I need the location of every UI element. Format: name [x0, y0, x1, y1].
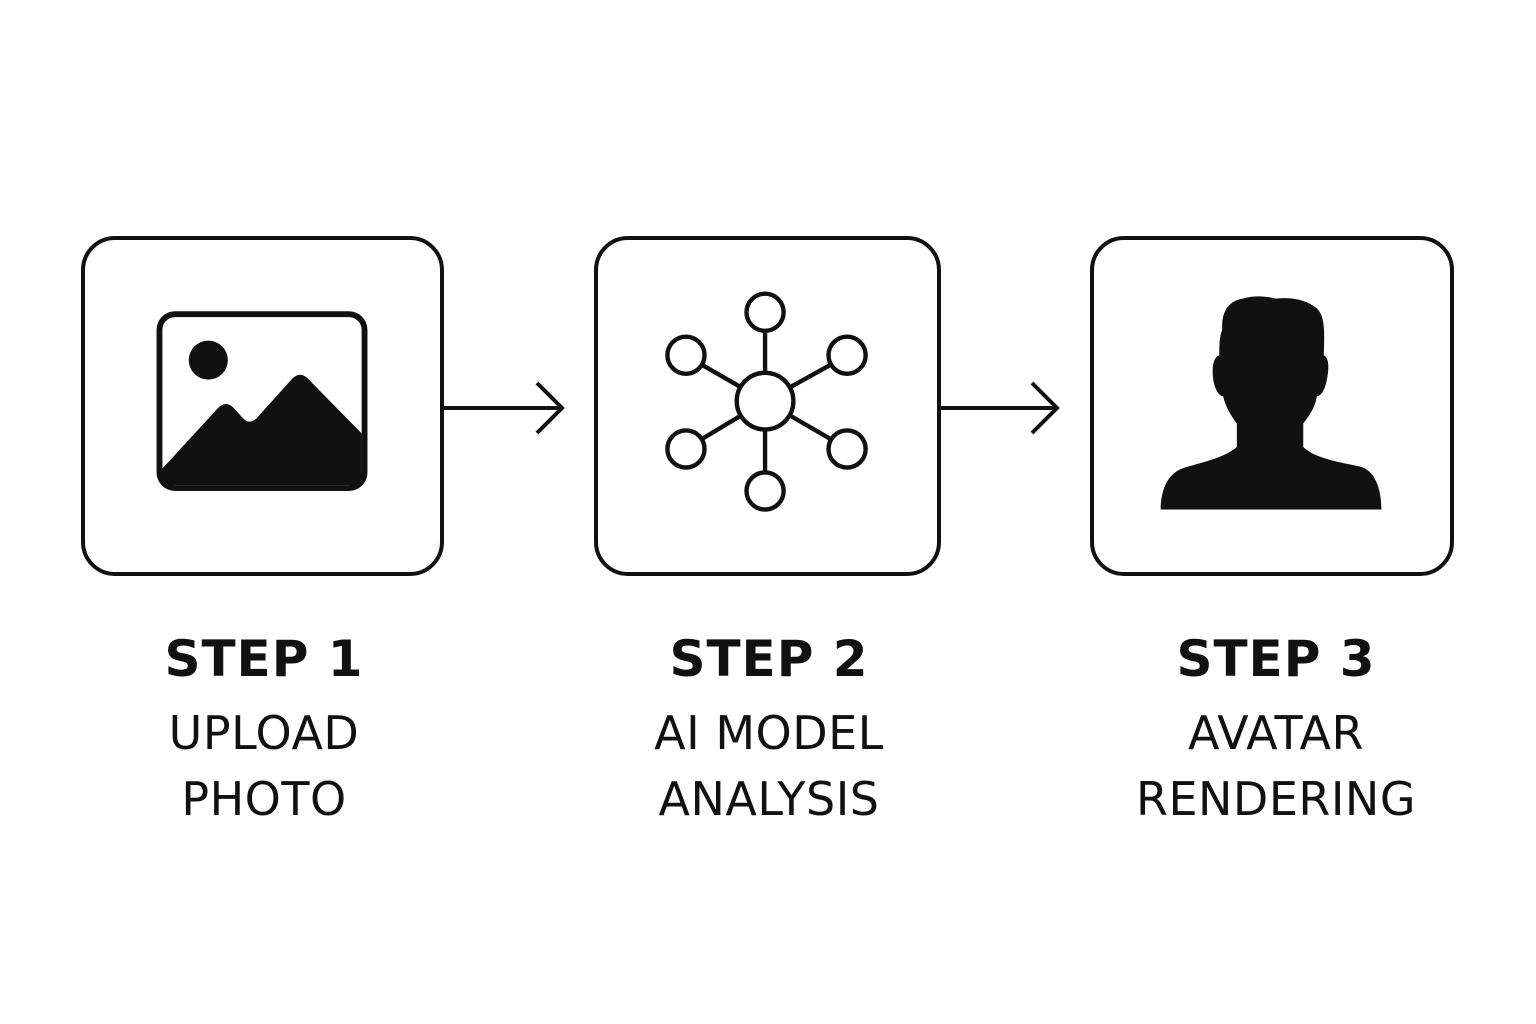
neural-network-icon [665, 291, 868, 512]
step-1-description: UPLOAD PHOTO [64, 700, 464, 832]
avatar-silhouette-icon [1160, 296, 1382, 510]
step-1-box [81, 236, 444, 576]
step-3-description-line-2: RENDERING [1135, 772, 1416, 826]
step-1-caption: STEP 1 UPLOAD PHOTO [64, 628, 464, 832]
arrow-right-icon [444, 381, 565, 435]
step-1-description-line-2: PHOTO [181, 772, 347, 826]
image-icon [156, 311, 368, 491]
step-2-description: AI MODEL ANALYSIS [569, 700, 969, 832]
step-3-title: STEP 3 [1176, 630, 1376, 688]
step-1-description-line-1: UPLOAD [168, 706, 360, 760]
step-2-caption: STEP 2 AI MODEL ANALYSIS [569, 628, 969, 832]
step-2-title: STEP 2 [669, 630, 869, 688]
step-2-box [594, 236, 941, 576]
step-3-box [1090, 236, 1454, 576]
step-2-description-line-1: AI MODEL [654, 706, 884, 760]
step-1-title: STEP 1 [164, 630, 364, 688]
arrow-right-icon [941, 381, 1060, 435]
step-3-description: AVATAR RENDERING [1076, 700, 1476, 832]
step-3-description-line-1: AVATAR [1188, 706, 1364, 760]
step-2-description-line-2: ANALYSIS [658, 772, 880, 826]
step-3-caption: STEP 3 AVATAR RENDERING [1076, 628, 1476, 832]
